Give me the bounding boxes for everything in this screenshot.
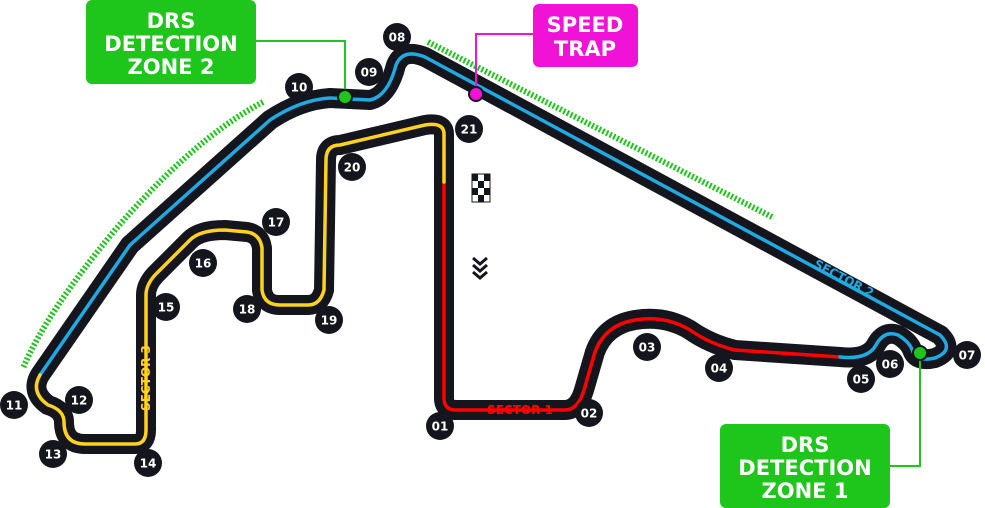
drs-zone-back-straight: [20, 99, 265, 370]
drs-1-marker: [912, 345, 928, 361]
callout-connectors: [255, 33, 921, 467]
corner-02: 02: [575, 399, 603, 427]
svg-text:18: 18: [239, 303, 256, 317]
svg-text:12: 12: [71, 394, 88, 408]
drs-1-connector: [889, 353, 921, 467]
corner-15: 15: [152, 293, 180, 321]
svg-text:13: 13: [45, 448, 62, 462]
svg-text:01: 01: [432, 420, 449, 434]
svg-text:15: 15: [158, 301, 175, 315]
corner-01: 01: [426, 412, 454, 440]
sector-1-label: SECTOR 1: [487, 403, 553, 417]
corner-12: 12: [65, 386, 93, 414]
speed-trap-line-1: SPEED: [547, 13, 624, 37]
corner-20: 20: [338, 153, 366, 181]
corner-17: 17: [262, 208, 290, 236]
corner-10: 10: [285, 73, 313, 101]
corner-06: 06: [876, 350, 904, 378]
corner-19: 19: [315, 306, 343, 334]
track: [26, 43, 957, 454]
drs-2-marker: [337, 89, 353, 105]
drs-zones: [20, 39, 776, 370]
sector-lines: [34, 52, 949, 446]
speed-trap-callout: SPEED TRAP: [533, 4, 638, 67]
svg-text:03: 03: [639, 341, 656, 355]
corner-07: 07: [953, 341, 981, 369]
svg-text:20: 20: [344, 161, 361, 175]
svg-text:06: 06: [882, 358, 899, 372]
corner-11: 11: [0, 391, 28, 419]
triple-chevron-down-icon: [472, 256, 488, 280]
corner-13: 13: [39, 440, 67, 468]
svg-text:16: 16: [195, 257, 212, 271]
drs-2-line-2: DETECTION: [104, 32, 237, 56]
svg-text:05: 05: [853, 373, 870, 387]
corner-18: 18: [233, 295, 261, 323]
svg-text:04: 04: [711, 362, 728, 376]
corner-21: 21: [455, 115, 483, 143]
drs-detection-zone-1-callout: DRS DETECTION ZONE 1: [720, 424, 890, 508]
svg-text:11: 11: [6, 399, 23, 413]
svg-text:17: 17: [268, 216, 285, 230]
svg-text:07: 07: [959, 349, 976, 363]
sector-2-line: [38, 52, 949, 377]
svg-text:02: 02: [581, 407, 598, 421]
corner-16: 16: [189, 249, 217, 277]
speed-trap-marker: [468, 86, 484, 102]
corner-markers: 01 02 03 04 05 06 07 08 09 10 11 12 13 1…: [0, 23, 981, 477]
sector-3-label: SECTOR 3: [139, 345, 153, 411]
corner-04: 04: [705, 354, 733, 382]
svg-text:09: 09: [361, 66, 378, 80]
drs-2-line-3: ZONE 2: [128, 55, 215, 79]
drs-2-line-1: DRS: [147, 9, 196, 33]
drs-1-line-2: DETECTION: [738, 456, 871, 480]
drs-2-connector: [255, 40, 346, 96]
corner-05: 05: [847, 365, 875, 393]
svg-text:08: 08: [389, 31, 406, 45]
corner-08: 08: [383, 23, 411, 51]
corner-03: 03: [633, 333, 661, 361]
speed-trap-connector: [475, 33, 536, 93]
drs-detection-zone-2-callout: DRS DETECTION ZONE 2: [86, 0, 256, 84]
svg-text:14: 14: [140, 457, 157, 471]
checkered-flag-icon: [471, 173, 491, 203]
drs-1-line-1: DRS: [781, 433, 830, 457]
svg-text:21: 21: [461, 123, 478, 137]
drs-1-line-3: ZONE 1: [762, 479, 849, 503]
svg-text:19: 19: [321, 314, 338, 328]
corner-14: 14: [134, 449, 162, 477]
svg-text:10: 10: [291, 81, 308, 95]
corner-09: 09: [355, 58, 383, 86]
sector-1-line: [442, 180, 842, 412]
sector-3-line: [34, 122, 446, 446]
speed-trap-line-2: TRAP: [554, 37, 616, 61]
drs-zone-main-straight: [426, 39, 776, 221]
